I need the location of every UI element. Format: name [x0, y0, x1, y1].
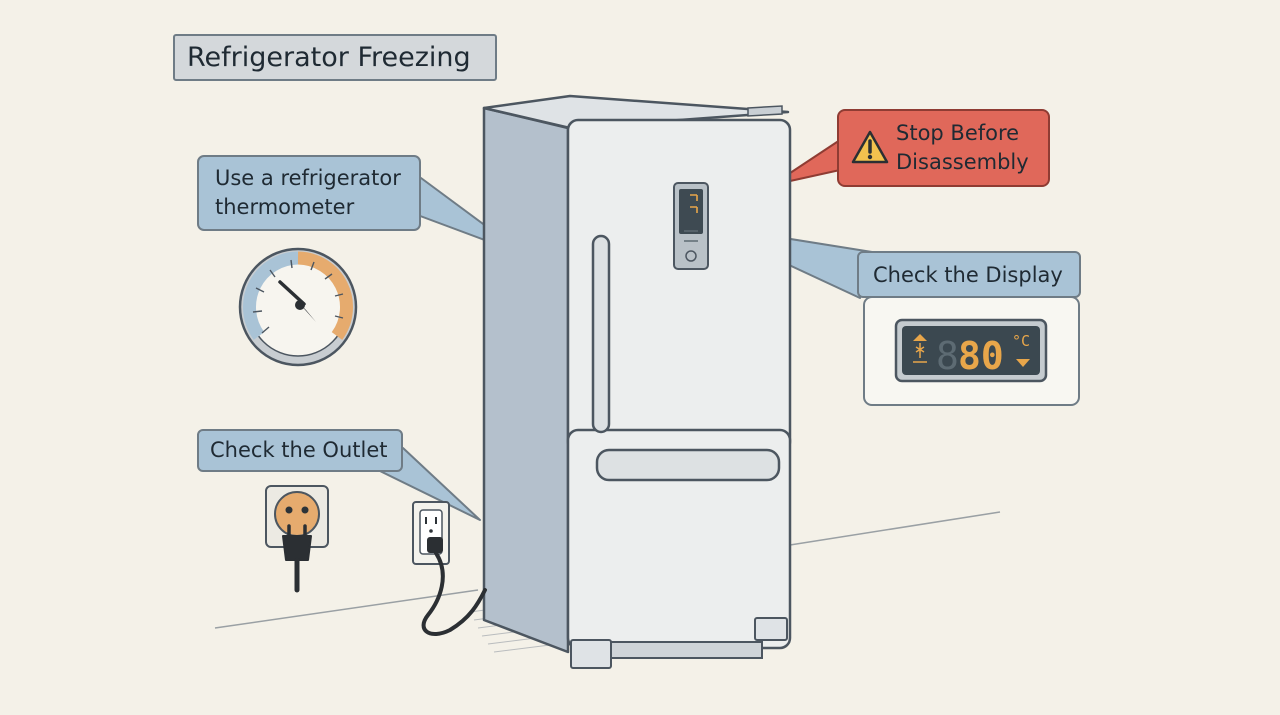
front-foot-right [754, 617, 788, 641]
display-callout: Check the Display [857, 251, 1081, 298]
fridge-top-hinge [747, 105, 783, 117]
fridge-top [482, 94, 790, 130]
display-screen [902, 326, 1040, 375]
warning-icon [851, 130, 889, 164]
down-arrow-icon [1016, 359, 1030, 367]
kick-plate [605, 641, 763, 659]
thermometer-gauge [238, 247, 358, 367]
door-panel-button [685, 250, 697, 262]
front-foot-left [570, 639, 612, 669]
snowflake-icon [915, 343, 925, 358]
display-ghost-digit: 8 [936, 334, 959, 378]
fridge-side-panel [482, 106, 570, 654]
display-closeup: 8 80 °C [863, 296, 1080, 406]
door-handle [591, 234, 611, 434]
up-arrow-icon [913, 334, 927, 341]
display-unit: °C [1012, 332, 1030, 350]
stop-callout-text: Stop Before Disassembly [896, 121, 1029, 174]
page-title: Refrigerator Freezing [173, 34, 497, 81]
display-temperature-digits: 80 [958, 334, 1004, 378]
power-cord [421, 551, 487, 636]
thermometer-callout: Use a refrigerator thermometer [197, 155, 421, 231]
refrigerator [482, 94, 792, 669]
outlet-callout: Check the Outlet [197, 429, 403, 472]
plug-head [427, 537, 443, 553]
stop-callout: Stop Before Disassembly [837, 109, 1050, 187]
plug-icon [265, 485, 329, 593]
drawer-handle [595, 448, 781, 482]
wall-outlet [412, 501, 487, 636]
